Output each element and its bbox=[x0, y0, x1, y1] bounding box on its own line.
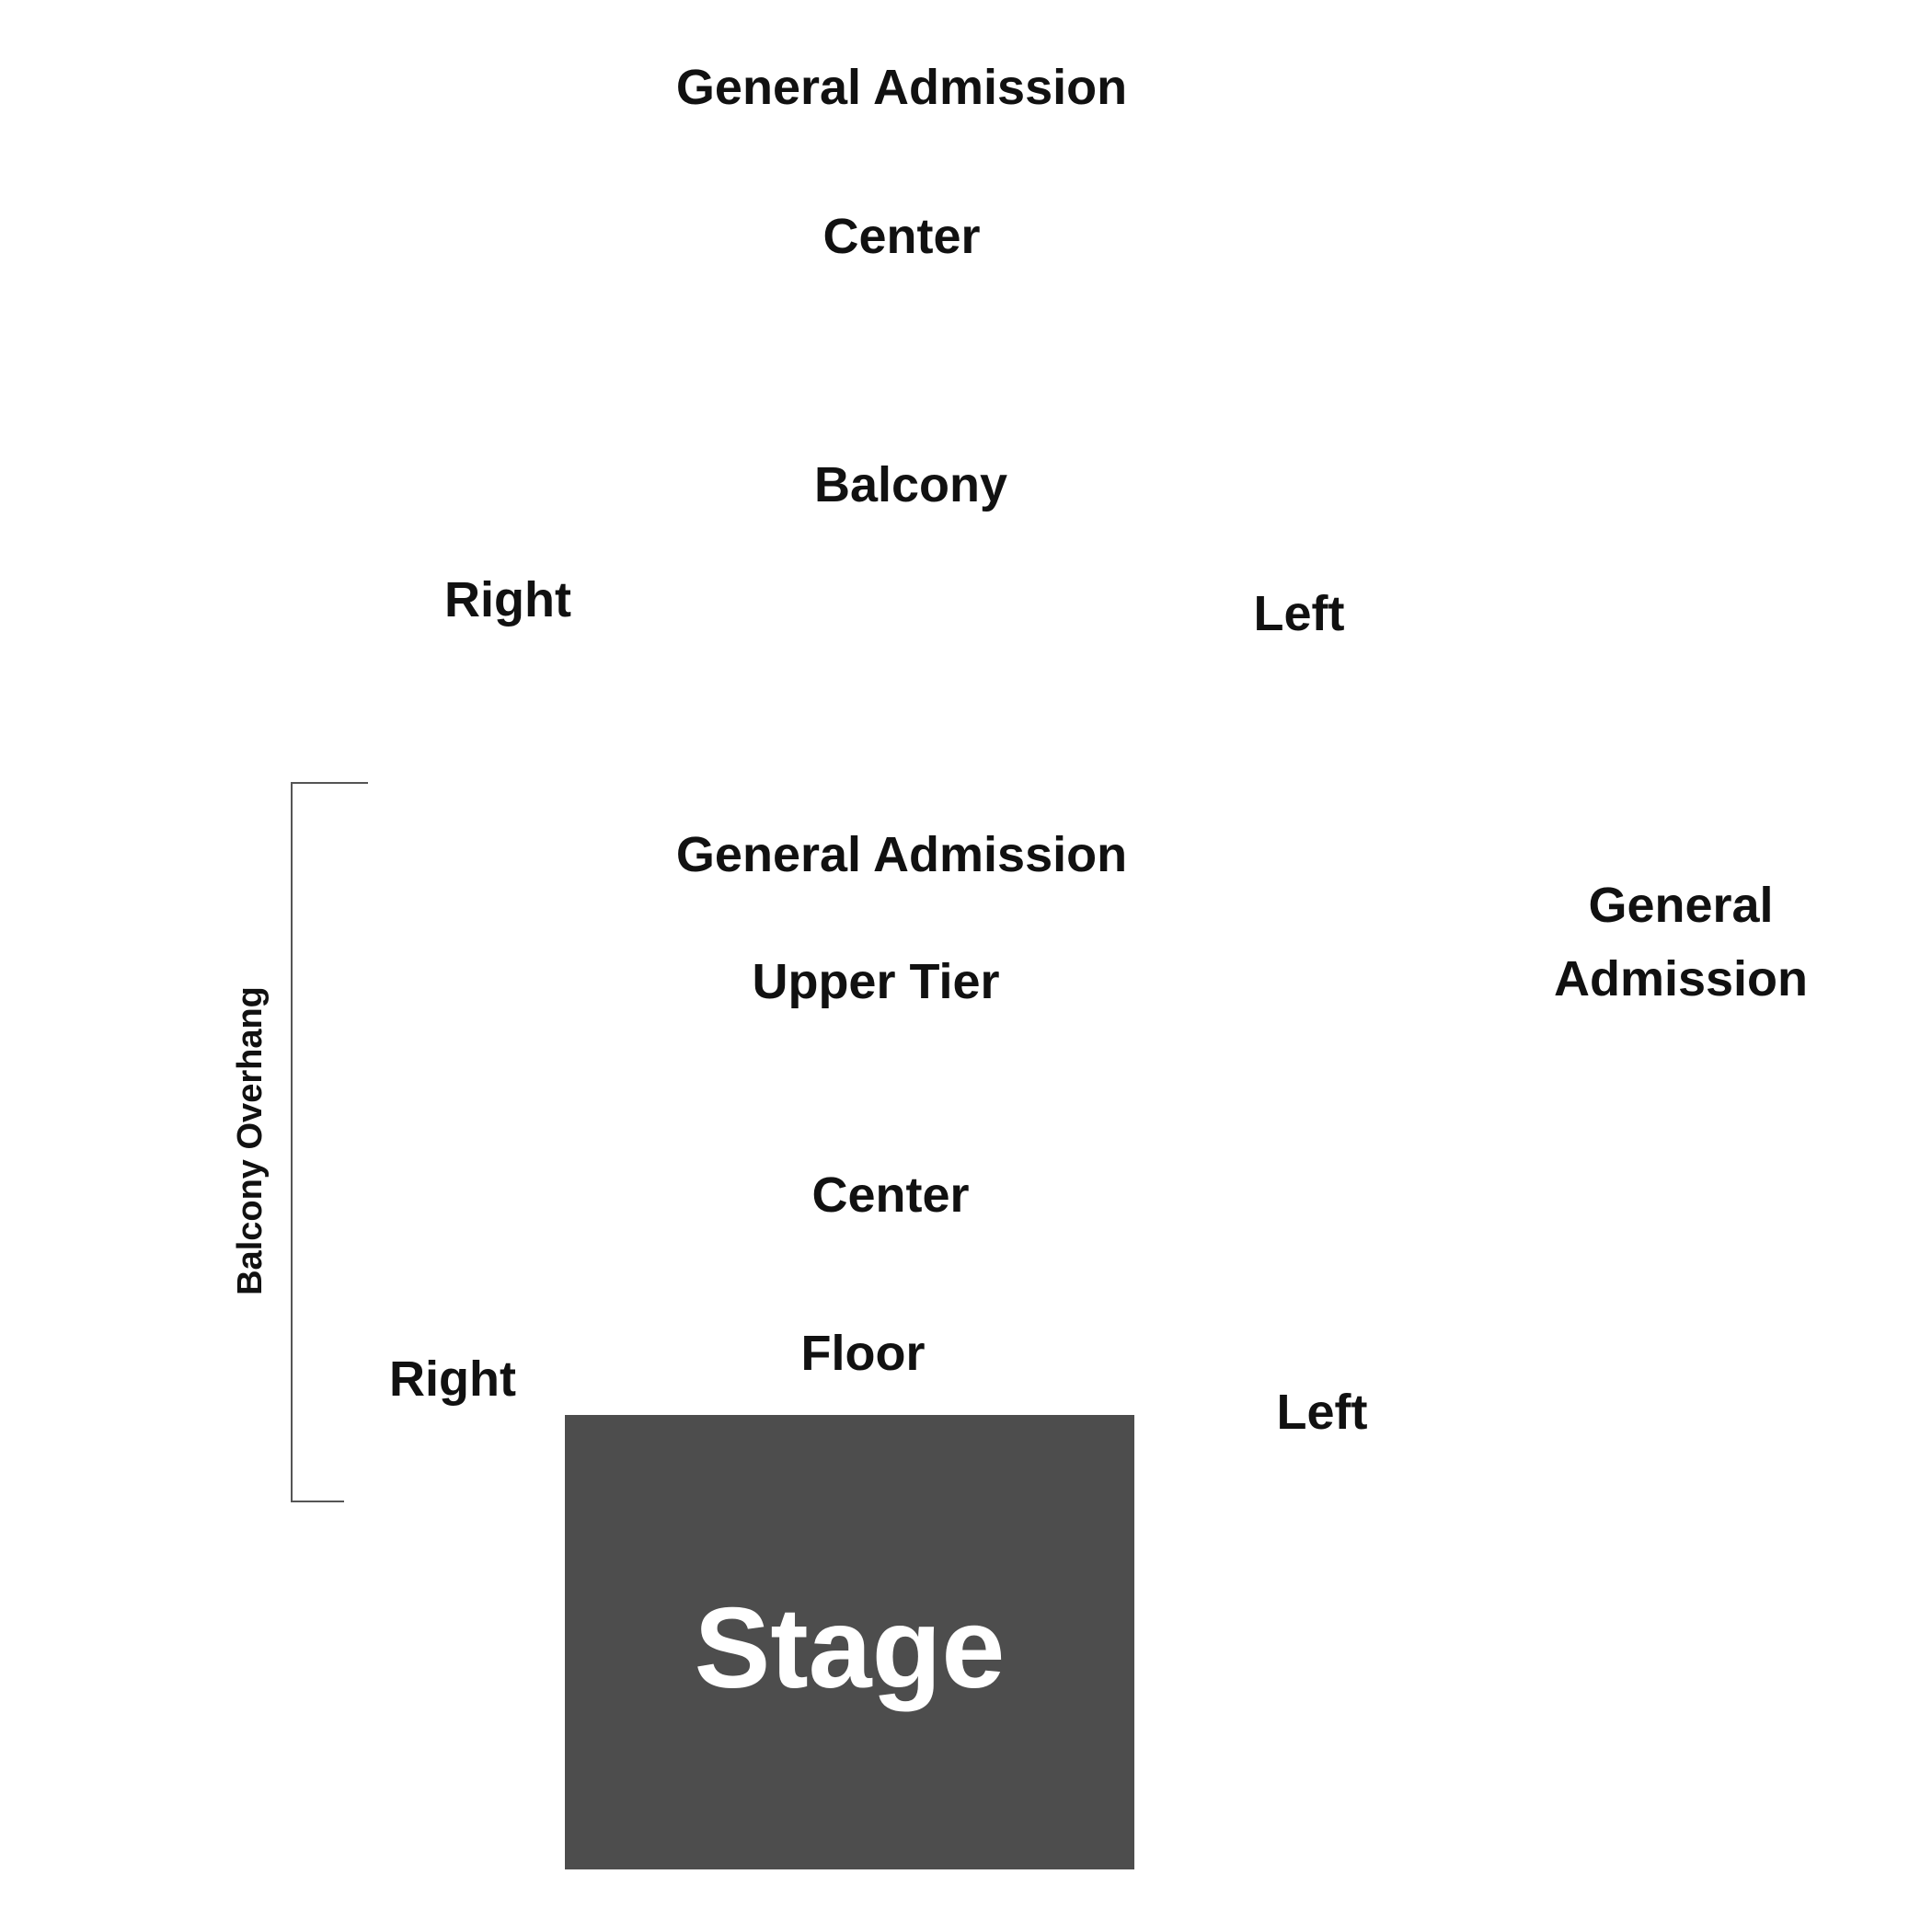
overhang-bracket-line bbox=[291, 782, 368, 1502]
floor-right-label: Right bbox=[389, 1351, 516, 1407]
upper-tier-label: Upper Tier bbox=[752, 954, 1000, 1009]
balcony-overhang-label: Balcony Overhang bbox=[231, 986, 270, 1295]
stage-block: Stage bbox=[565, 1415, 1134, 1869]
side-general-admission-label: General Admission bbox=[1554, 868, 1808, 1016]
side-general-admission-line-1: General bbox=[1588, 878, 1774, 933]
stage-label: Stage bbox=[694, 1585, 1006, 1712]
floor-left-label: Left bbox=[1276, 1385, 1368, 1440]
balcony-general-admission-label: General Admission bbox=[675, 60, 1128, 115]
balcony-title-label: Balcony bbox=[813, 457, 1008, 512]
balcony-overhang-bracket bbox=[291, 782, 368, 1502]
floor-title-label: Floor bbox=[800, 1326, 926, 1381]
side-general-admission-line-2: Admission bbox=[1553, 951, 1809, 1006]
balcony-right-label: Right bbox=[444, 572, 571, 627]
lower-general-admission-label: General Admission bbox=[675, 827, 1128, 882]
balcony-center-label: Center bbox=[822, 209, 981, 264]
floor-center-label: Center bbox=[811, 1167, 970, 1223]
balcony-left-label: Left bbox=[1253, 586, 1345, 641]
